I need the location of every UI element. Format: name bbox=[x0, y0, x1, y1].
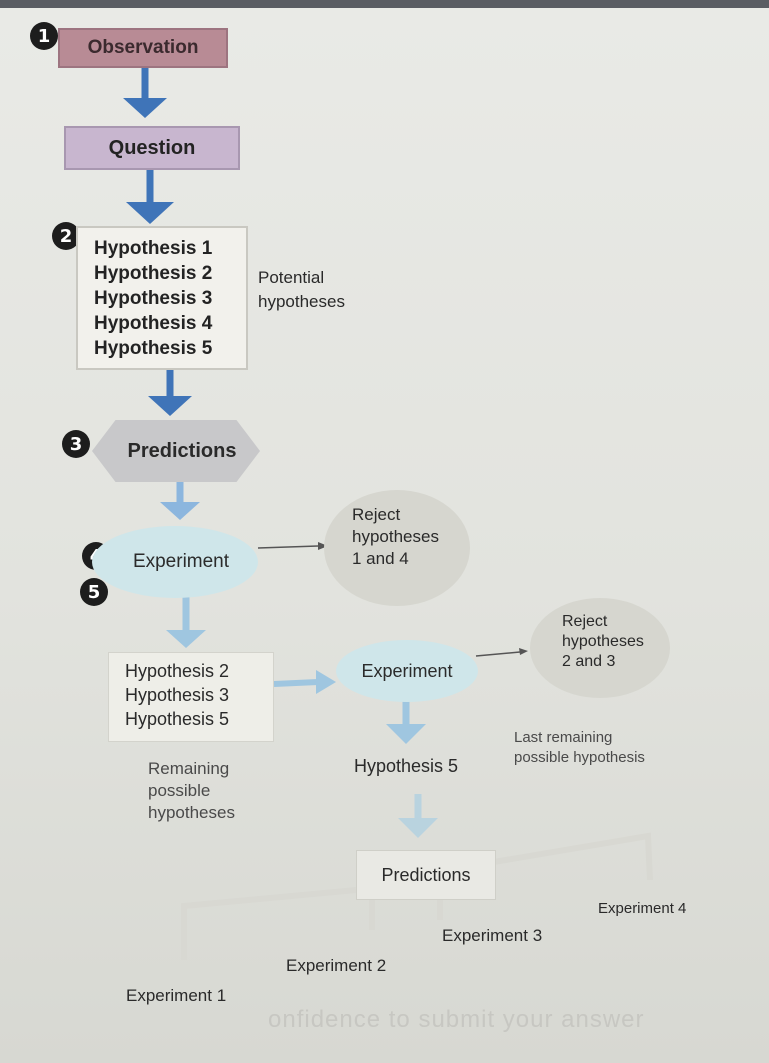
last-line: possible hypothesis bbox=[514, 749, 645, 766]
arrow-observation-to-question bbox=[123, 68, 167, 118]
experiment-ellipse: Experiment bbox=[92, 526, 258, 598]
branch-lines bbox=[181, 832, 653, 960]
reject-line: hypotheses bbox=[352, 527, 439, 546]
observation-label: Observation bbox=[87, 37, 199, 58]
final-hypothesis: Hypothesis 5 bbox=[354, 756, 459, 776]
hypotheses-box: Hypothesis 1 Hypothesis 2 Hypothesis 3 H… bbox=[76, 226, 248, 370]
top-edge bbox=[0, 0, 769, 8]
reject-first-text: Reject hypotheses 1 and 4 bbox=[352, 504, 439, 570]
potential-hypotheses-label: Potential hypotheses bbox=[258, 266, 345, 314]
experiment-2-label: Experiment 2 bbox=[286, 956, 387, 975]
hypothesis-item: Hypothesis 5 bbox=[125, 709, 230, 729]
reject-first-bubble bbox=[324, 490, 470, 606]
reject-line: Reject bbox=[352, 505, 401, 524]
arrow-question-to-hypotheses bbox=[126, 170, 174, 224]
remaining-line: hypotheses bbox=[148, 803, 235, 822]
hypothesis-item: Hypothesis 5 bbox=[94, 338, 213, 359]
experiment-label: Experiment bbox=[132, 551, 230, 572]
reject-second-text: Reject hypotheses 2 and 3 bbox=[562, 612, 644, 672]
hypothesis-item: Hypothesis 3 bbox=[125, 685, 230, 705]
arrow-experiment-to-reject-second bbox=[475, 648, 528, 657]
hypothesis-item: Hypothesis 1 bbox=[94, 238, 213, 259]
step-number-5: 5 bbox=[80, 578, 108, 606]
submit-hint-text: onfidence to submit your answer bbox=[268, 1006, 645, 1033]
step-number-1: 1 bbox=[30, 22, 58, 50]
remaining-line: possible bbox=[148, 781, 211, 800]
arrow-experiment-to-hypothesis5 bbox=[386, 700, 426, 744]
experiment-4-label: Experiment 4 bbox=[598, 900, 687, 917]
final-predictions-box: Predictions bbox=[356, 850, 496, 900]
step-number-2: 2 bbox=[52, 222, 80, 250]
reject-second-bubble bbox=[530, 598, 670, 698]
experiment-second-ellipse: Experiment bbox=[336, 640, 478, 702]
reject-line: hypotheses bbox=[562, 633, 644, 650]
arrow-hypothesis5-to-predictions bbox=[398, 794, 438, 838]
predictions-label: Predictions bbox=[127, 439, 237, 462]
last-remaining-label: Last remaining possible hypothesis bbox=[514, 728, 645, 768]
reject-line: 2 and 3 bbox=[562, 653, 616, 670]
observation-box: Observation bbox=[58, 28, 228, 68]
hypothesis-item: Hypothesis 2 bbox=[125, 661, 230, 681]
experiment-second-label: Experiment bbox=[361, 660, 453, 681]
question-box: Question bbox=[64, 126, 240, 170]
hypothesis-item: Hypothesis 2 bbox=[94, 263, 213, 284]
reject-line: 1 and 4 bbox=[352, 549, 409, 568]
arrow-remaining-to-experiment bbox=[273, 670, 336, 694]
hypothesis-item: Hypothesis 3 bbox=[94, 288, 213, 309]
arrow-experiment-to-remaining bbox=[166, 596, 206, 648]
remaining-hypotheses-box: Hypothesis 2 Hypothesis 3 Hypothesis 5 bbox=[108, 652, 274, 742]
predictions-octagon: Predictions bbox=[92, 420, 260, 482]
arrow-hypotheses-to-predictions bbox=[148, 370, 192, 416]
final-predictions-label: Predictions bbox=[381, 864, 471, 885]
arrow-experiment-to-reject-first bbox=[257, 542, 328, 550]
reject-line: Reject bbox=[562, 613, 608, 630]
remaining-line: Remaining bbox=[148, 759, 230, 778]
experiment-3-label: Experiment 3 bbox=[442, 926, 543, 945]
step-number-3: 3 bbox=[62, 430, 90, 458]
arrow-predictions-to-experiment bbox=[160, 482, 200, 520]
remaining-label: Remaining possible hypotheses bbox=[148, 758, 235, 824]
hypothesis-item: Hypothesis 4 bbox=[94, 313, 213, 334]
question-label: Question bbox=[108, 136, 196, 159]
hypotheses-line: hypotheses bbox=[258, 292, 345, 311]
experiment-1-label: Experiment 1 bbox=[126, 986, 227, 1005]
potential-line: Potential bbox=[258, 268, 325, 287]
last-line: Last remaining bbox=[514, 729, 613, 746]
